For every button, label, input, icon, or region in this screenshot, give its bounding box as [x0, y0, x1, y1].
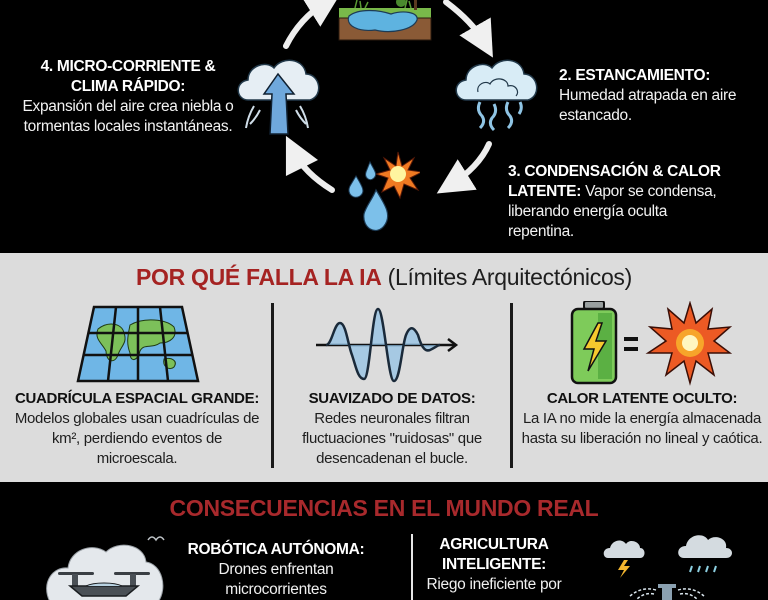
step-4-title: 4. MICRO-CORRIENTE & CLIMA RÁPIDO: — [40, 58, 216, 95]
updraft-cloud-icon — [237, 59, 320, 135]
why-title-emphasis: POR QUÉ FALLA LA IA — [135, 264, 382, 290]
droplets-burst-icon — [348, 151, 420, 231]
damped-wave-icon — [316, 307, 459, 383]
step-3-title: 3. CONDENSACIÓN & CALOR LATENTE: — [508, 163, 721, 200]
why-column-grid-body: Modelos globales usan cuadrículas de km²… — [14, 410, 260, 467]
humid-cloud-icon — [455, 59, 538, 132]
agriculture-body: Riego ineficiente por — [426, 576, 562, 593]
robotics-body: Drones enfrentan microcorrientes — [218, 561, 334, 598]
why-column-grid-caption: CUADRÍCULA ESPACIAL GRANDE: Modelos glob… — [12, 389, 262, 469]
step-3-body: Vapor se condensa, liberando energía ocu… — [508, 183, 717, 240]
why-column-smoothing-caption: SUAVIZADO DE DATOS: Redes neuronales fil… — [282, 389, 502, 469]
real-world-consequences-section: CONSECUENCIAS EN EL MUNDO REAL ROBÓTICA … — [0, 482, 768, 600]
step-2-title: 2. ESTANCAMIENTO: — [559, 67, 711, 84]
why-column-grid: CUADRÍCULA ESPACIAL GRANDE: Modelos glob… — [12, 301, 262, 471]
step-3-text: 3. CONDENSACIÓN & CALOR LATENTE: Vapor s… — [508, 162, 728, 242]
robotics-text: ROBÓTICA AUTÓNOMA: Drones enfrentan micr… — [176, 540, 376, 600]
column-divider — [271, 303, 274, 468]
micro-weather-cycle: 4. MICRO-CORRIENTE & CLIMA RÁPIDO: Expan… — [0, 0, 768, 253]
cycle-arrows — [283, 0, 493, 194]
battery-equals-explosion-icon — [570, 301, 732, 386]
drone-in-cloud-icon — [46, 536, 165, 600]
why-column-latent-heat: CALOR LATENTE OCULTO: La IA no mide la e… — [520, 301, 764, 471]
why-column-smoothing: SUAVIZADO DE DATOS: Redes neuronales fil… — [282, 301, 502, 471]
why-ai-fails-section: POR QUÉ FALLA LA IA (Límites Arquitectón… — [0, 253, 768, 482]
pond-icon — [338, 0, 432, 41]
gridded-world-map-icon — [76, 305, 200, 383]
why-section-title: POR QUÉ FALLA LA IA (Límites Arquitectón… — [0, 263, 768, 291]
why-column-latent-heat-title: CALOR LATENTE OCULTO: — [546, 390, 738, 407]
robotics-title: ROBÓTICA AUTÓNOMA: — [187, 541, 365, 558]
why-title-subtitle: (Límites Arquitectónicos) — [387, 264, 633, 290]
step-4-text: 4. MICRO-CORRIENTE & CLIMA RÁPIDO: Expan… — [22, 57, 234, 137]
why-column-smoothing-body: Redes neuronales filtran fluctuaciones "… — [302, 410, 482, 467]
why-column-latent-heat-body: La IA no mide la energía almacenada hast… — [521, 410, 763, 447]
why-column-latent-heat-caption: CALOR LATENTE OCULTO: La IA no mide la e… — [520, 389, 764, 449]
step-2-body: Humedad atrapada en aire estancado. — [559, 87, 737, 124]
step-2-text: 2. ESTANCAMIENTO: Humedad atrapada en ai… — [559, 66, 759, 126]
why-column-grid-title: CUADRÍCULA ESPACIAL GRANDE: — [14, 390, 260, 407]
agriculture-text: AGRICULTURA INTELIGENTE: Riego ineficien… — [404, 535, 584, 595]
why-column-smoothing-title: SUAVIZADO DE DATOS: — [308, 390, 476, 407]
column-divider — [510, 303, 513, 468]
step-4-body: Expansión del aire crea niebla o torment… — [22, 98, 234, 135]
sprinkler-weather-icon — [603, 535, 732, 600]
consequences-title: CONSECUENCIAS EN EL MUNDO REAL — [169, 495, 599, 521]
agriculture-title: AGRICULTURA INTELIGENTE: — [439, 536, 549, 573]
consequences-divider — [411, 534, 413, 600]
